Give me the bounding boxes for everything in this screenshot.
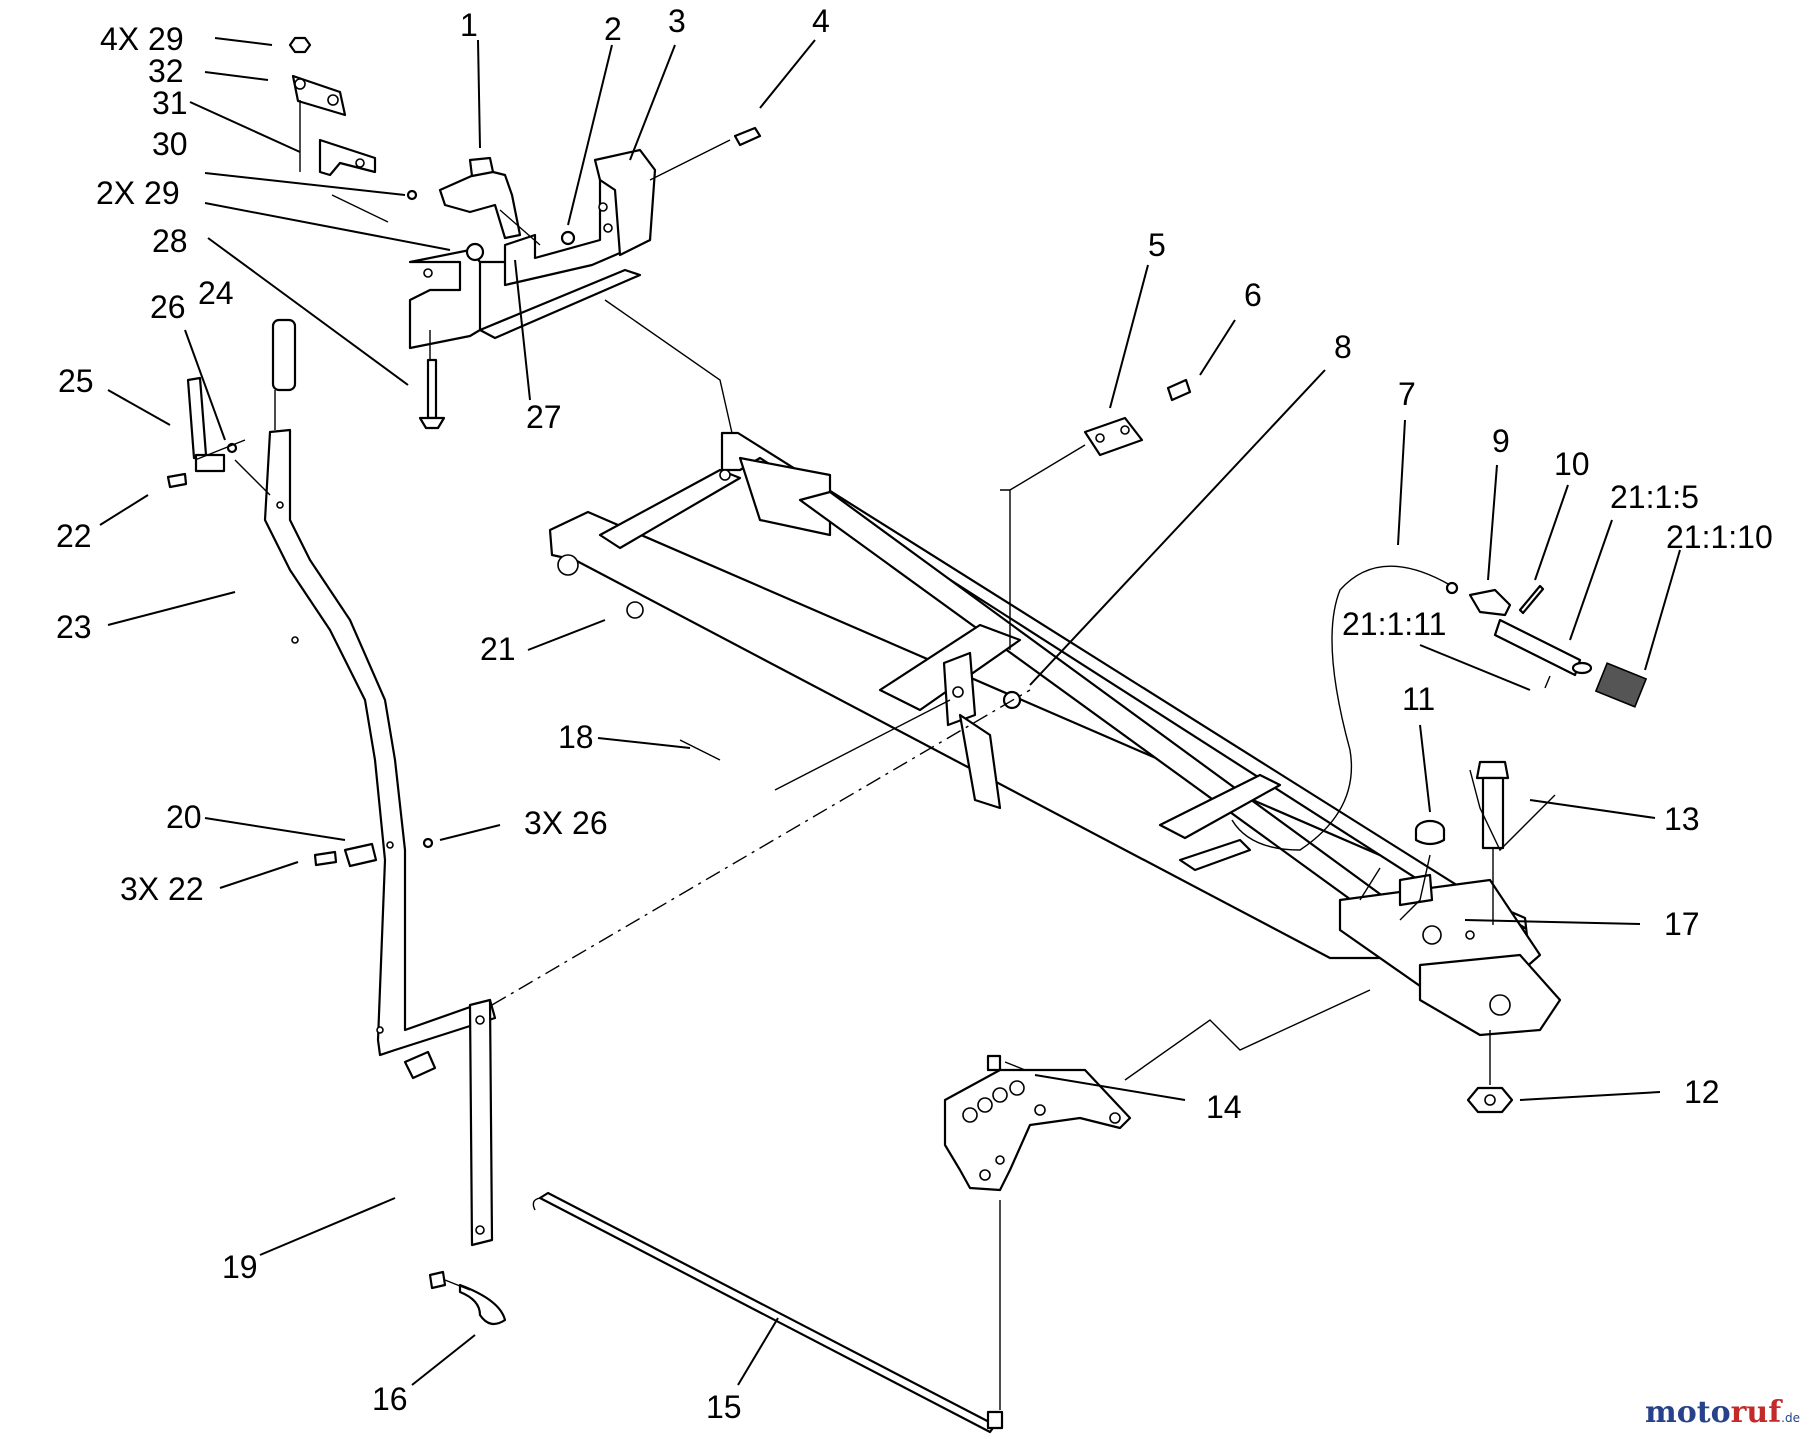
- callout-3x22: 3X 22: [120, 871, 204, 907]
- rod-and-bracket: [532, 1054, 1132, 1434]
- callout-25: 25: [58, 363, 94, 399]
- callout-9: 9: [1492, 423, 1510, 459]
- main-frame-21: [548, 378, 1562, 1037]
- callout-14: 14: [1206, 1089, 1242, 1125]
- callout-6: 6: [1244, 277, 1262, 313]
- watermark-logo: motoruf.de: [1645, 1395, 1800, 1430]
- callout-26: 26: [150, 289, 186, 325]
- callout-21-1-5: 21:1:5: [1610, 479, 1699, 515]
- assembly-lines: [491, 299, 1381, 1081]
- callout-2x29: 2X 29: [96, 175, 180, 211]
- callout-27: 27: [526, 399, 562, 435]
- callout-7: 7: [1398, 376, 1416, 412]
- callout-28: 28: [152, 223, 188, 259]
- callout-19: 19: [222, 1249, 258, 1285]
- callout-21: 21: [480, 631, 516, 667]
- lever-23-assembly: [166, 318, 507, 1326]
- callout-22: 22: [56, 518, 92, 554]
- watermark-part-b: ruf: [1731, 1395, 1784, 1430]
- callout-20: 20: [166, 799, 202, 835]
- callout-leaders: [99, 37, 1681, 1386]
- callout-12: 12: [1684, 1074, 1720, 1110]
- callout-4x29: 4X 29: [100, 21, 184, 57]
- callout-21-1-11: 21:1:11: [1342, 606, 1446, 642]
- callout-5: 5: [1148, 227, 1166, 263]
- callout-10: 10: [1554, 446, 1590, 482]
- callout-3: 3: [668, 3, 686, 39]
- callout-1: 1: [460, 7, 478, 43]
- callout-16: 16: [372, 1381, 408, 1417]
- callout-31: 31: [152, 85, 188, 121]
- callout-24: 24: [198, 275, 234, 311]
- callout-30: 30: [152, 126, 188, 162]
- callout-13: 13: [1664, 801, 1700, 837]
- callout-8: 8: [1334, 329, 1352, 365]
- callout-21-1-10: 21:1:10: [1666, 519, 1773, 555]
- callout-11: 11: [1402, 681, 1435, 717]
- callout-4: 4: [812, 3, 830, 39]
- svg-text:motoruf.de: motoruf.de: [1645, 1395, 1800, 1430]
- top-bracket-assembly: [288, 36, 762, 430]
- callout-3x26: 3X 26: [524, 805, 608, 841]
- callout-23: 23: [56, 609, 92, 645]
- watermark-part-c: .de: [1781, 1411, 1800, 1425]
- callout-32: 32: [148, 53, 184, 89]
- callout-17: 17: [1664, 906, 1700, 942]
- callout-2: 2: [604, 11, 622, 47]
- callout-18: 18: [558, 719, 594, 755]
- cable-assembly: [1231, 565, 1648, 1114]
- callout-15: 15: [706, 1389, 742, 1425]
- callout-labels: 1 2 3 4 4X 29 32 31 30 2X 29 28 26 24 25…: [56, 3, 1773, 1425]
- watermark-part-a: moto: [1645, 1395, 1731, 1430]
